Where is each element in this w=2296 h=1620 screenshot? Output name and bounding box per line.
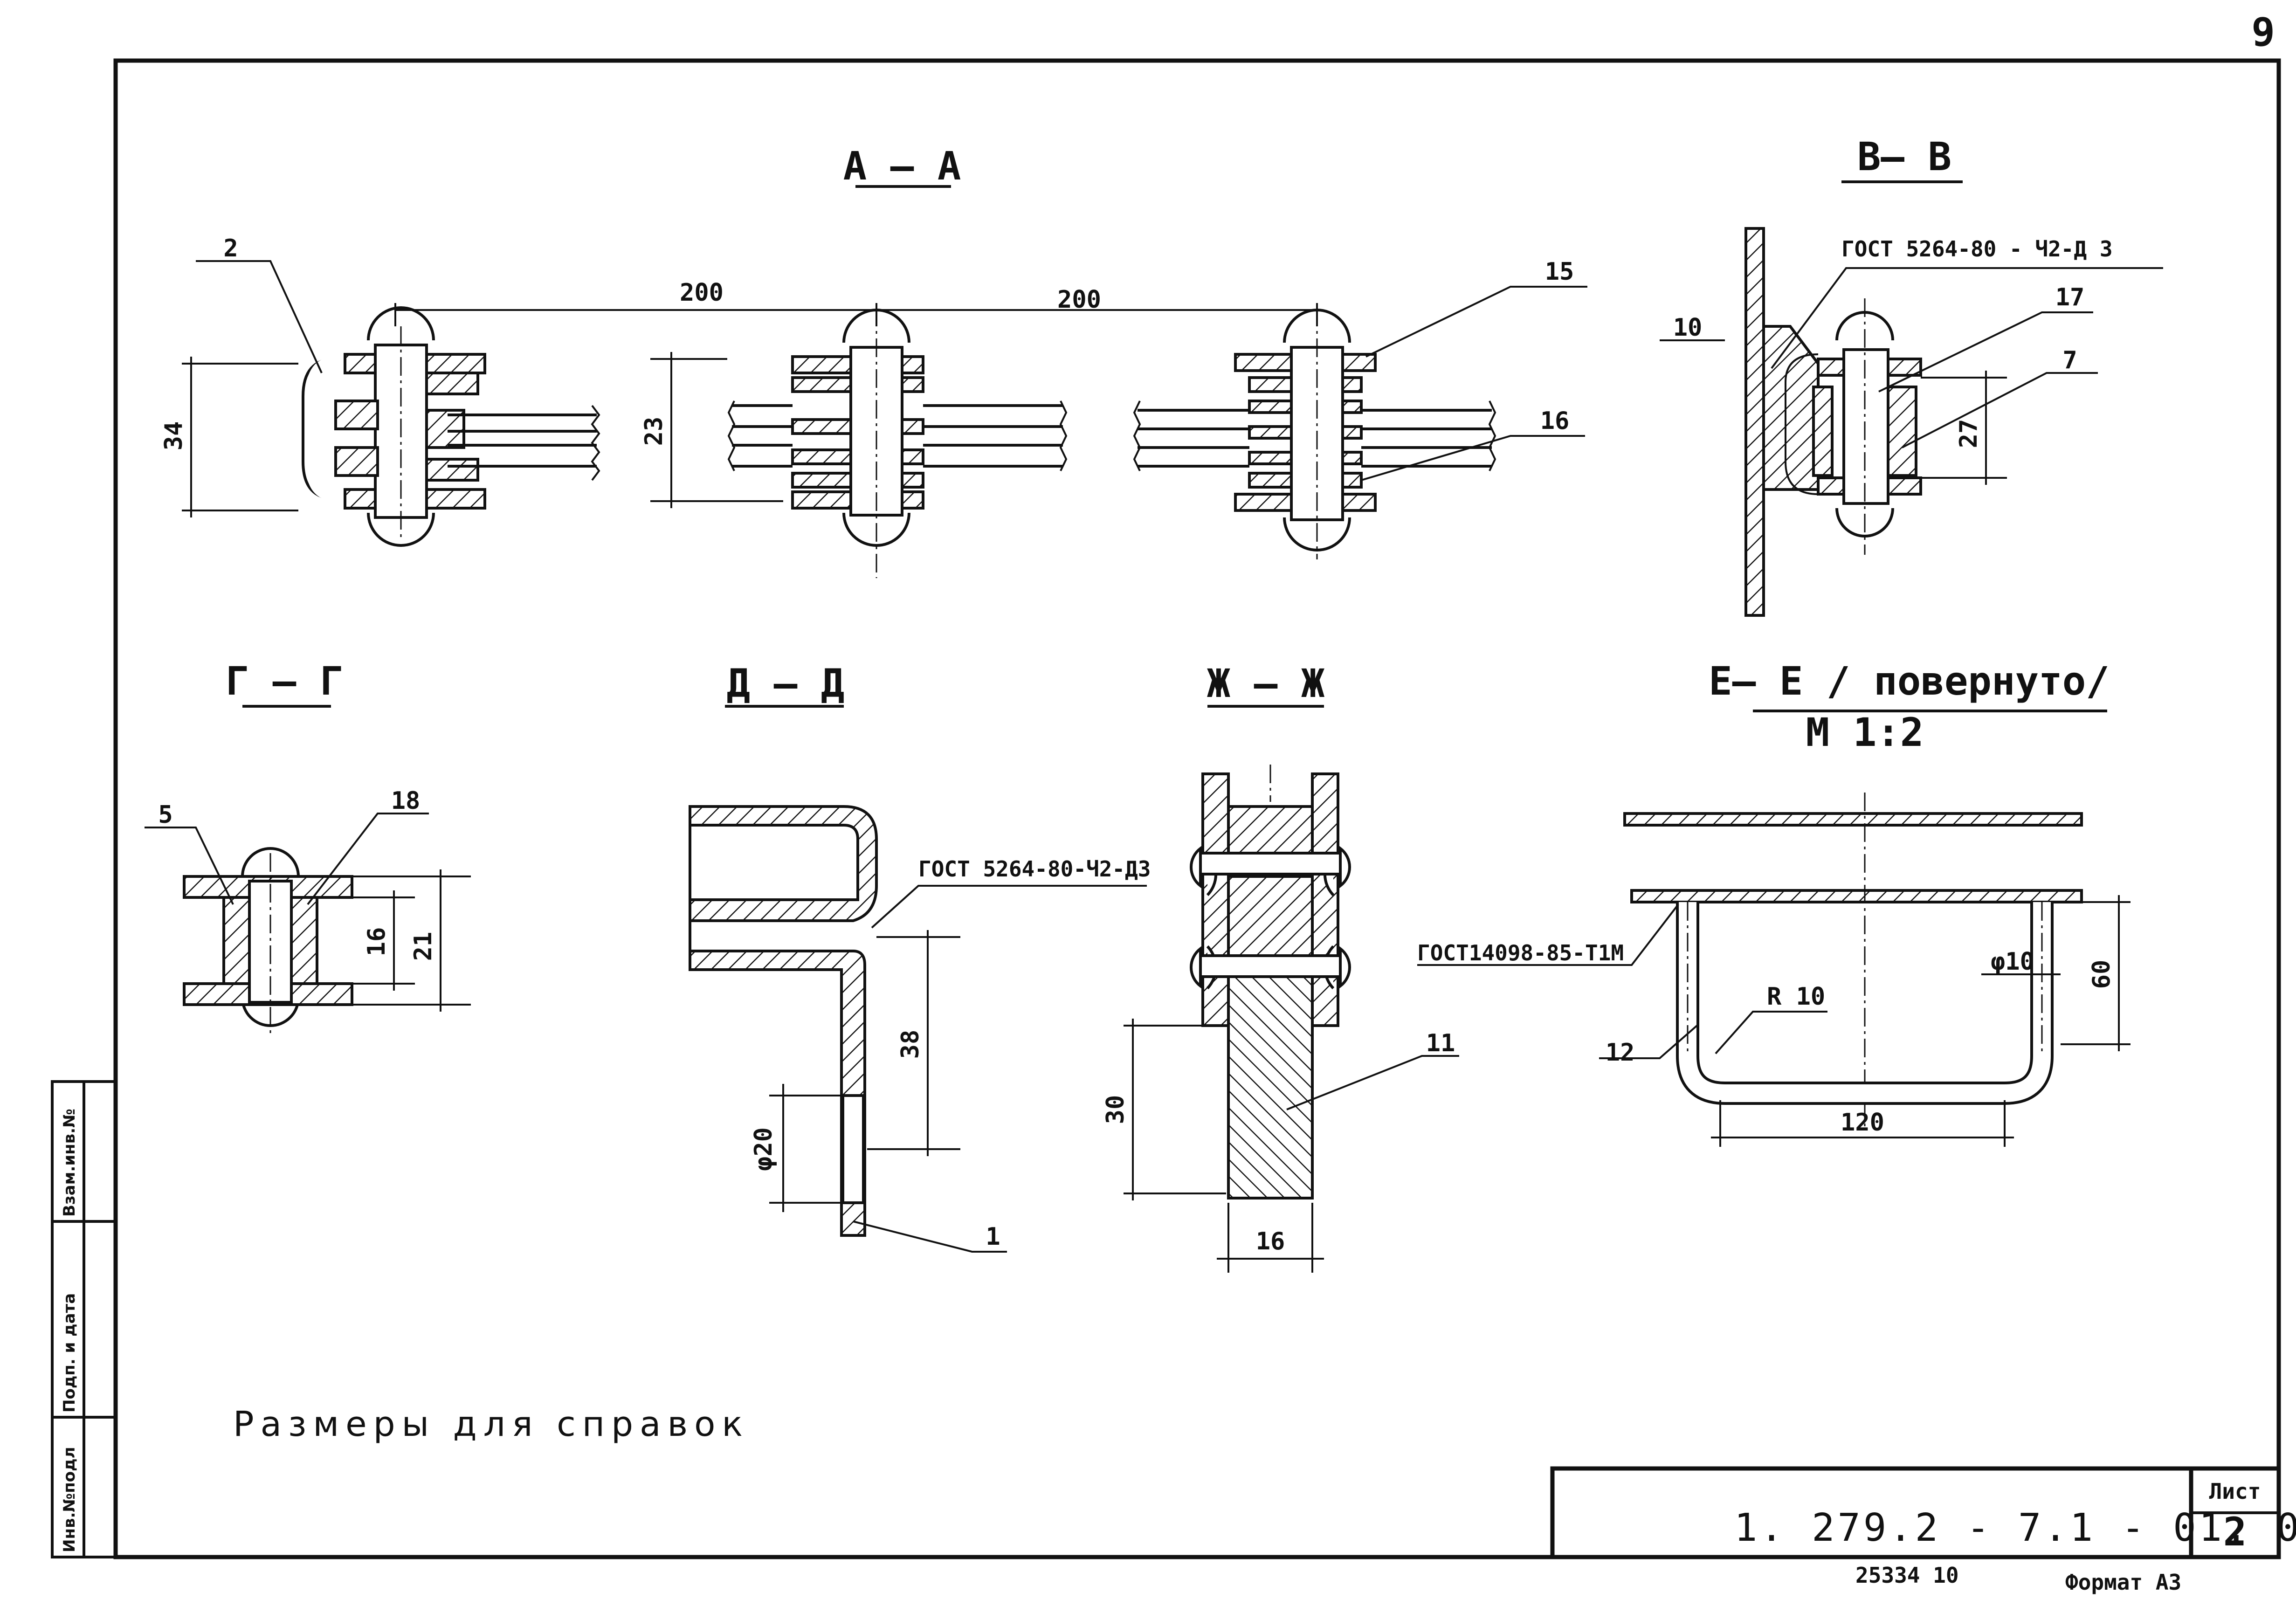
aa-dim-23: 23 [640, 417, 668, 446]
section-zhzh: Ж — Ж 30 16 11 [1102, 661, 1459, 1273]
dd-ref-1: 1 [986, 1223, 1000, 1251]
aa-left-joint [302, 306, 600, 547]
section-bb: В— В 27 ГОСТ 5264-80 - Ч2-Д 3 10 17 7 [1660, 134, 2163, 617]
gg-ref-5: 5 [158, 801, 172, 829]
reference-dimensions-note: Размеры для справок [233, 1404, 749, 1444]
section-bb-title: В— В [1857, 134, 1951, 179]
side-stamp-inv-podl: Инв.№подл [60, 1447, 79, 1553]
aa-dim-34: 34 [160, 421, 188, 451]
bb-ref-10: 10 [1673, 314, 1703, 342]
ee-dim-phi10: φ10 [1991, 948, 2034, 976]
dd-dim-38: 38 [896, 1030, 924, 1059]
bb-gost: ГОСТ 5264-80 - Ч2-Д 3 [1841, 236, 2113, 262]
aa-ref-2: 2 [223, 234, 238, 262]
dd-gost: ГОСТ 5264-80-Ч2-Д3 [918, 856, 1151, 882]
section-gg-title: Г — Г [226, 658, 344, 704]
aa-middle-joint [727, 308, 1068, 578]
section-aa: А — А [160, 143, 1587, 578]
sheet-number: 2 [2223, 1509, 2247, 1555]
section-dd-title: Д — Д [727, 661, 845, 706]
inventory-number: 25334 10 [1855, 1563, 1959, 1588]
format-label: Формат А3 [2065, 1570, 2181, 1595]
bb-dim-27: 27 [1955, 419, 1983, 448]
ee-dim-120: 120 [1841, 1109, 1884, 1137]
aa-ref-15: 15 [1545, 258, 1574, 286]
document-code: 1. 279.2 - 7.1 - 01. 01. 00 СБ [1734, 1506, 2296, 1550]
page-number: 9 [2251, 9, 2275, 55]
zh-ref-11: 11 [1426, 1029, 1455, 1057]
aa-right-joint [1133, 308, 1496, 559]
gg-ref-18: 18 [391, 787, 421, 815]
section-aa-title: А — А [843, 143, 961, 189]
ee-ref-12: 12 [1606, 1039, 1635, 1067]
sheet-frame [51, 58, 2281, 1559]
aa-dim-200-right: 200 [1057, 286, 1101, 314]
aa-ref-16: 16 [1540, 407, 1570, 435]
ee-gost: ГОСТ14098-85-Т1М [1417, 940, 1624, 965]
ee-dim-60: 60 [2088, 960, 2116, 989]
section-ee-scale: М 1:2 [1806, 710, 1924, 755]
gg-dim-21: 21 [409, 932, 437, 961]
section-zhzh-title: Ж — Ж [1207, 661, 1325, 706]
dd-dim-phi20: φ20 [750, 1127, 778, 1171]
aa-dim-200-left: 200 [680, 279, 724, 307]
side-stamp: Инв.№подл Подп. и дата Взам.инв.№ [60, 1109, 79, 1552]
section-dd: Д — Д 38 φ20 ГОСТ 5264-80-Ч2-Д3 1 [689, 661, 1151, 1253]
bb-ref-17: 17 [2055, 283, 2085, 311]
side-stamp-vzam-inv: Взам.инв.№ [60, 1109, 79, 1217]
section-gg: Г — Г 16 21 5 18 [145, 658, 471, 1035]
sheet-label: Лист [2209, 1479, 2261, 1504]
bb-ref-7: 7 [2062, 346, 2077, 374]
zh-dim-30: 30 [1102, 1095, 1130, 1124]
section-ee-title: Е— Е / повернуто/ [1709, 658, 2110, 704]
gg-dim-16: 16 [363, 927, 391, 957]
side-stamp-podp-data: Подп. и дата [60, 1293, 79, 1413]
section-ee: Е— Е / повернуто/ М 1:2 60 φ10 120 R 10 … [1417, 658, 2131, 1147]
zh-dim-16: 16 [1256, 1227, 1285, 1255]
ee-dim-r10: R 10 [1767, 983, 1825, 1011]
